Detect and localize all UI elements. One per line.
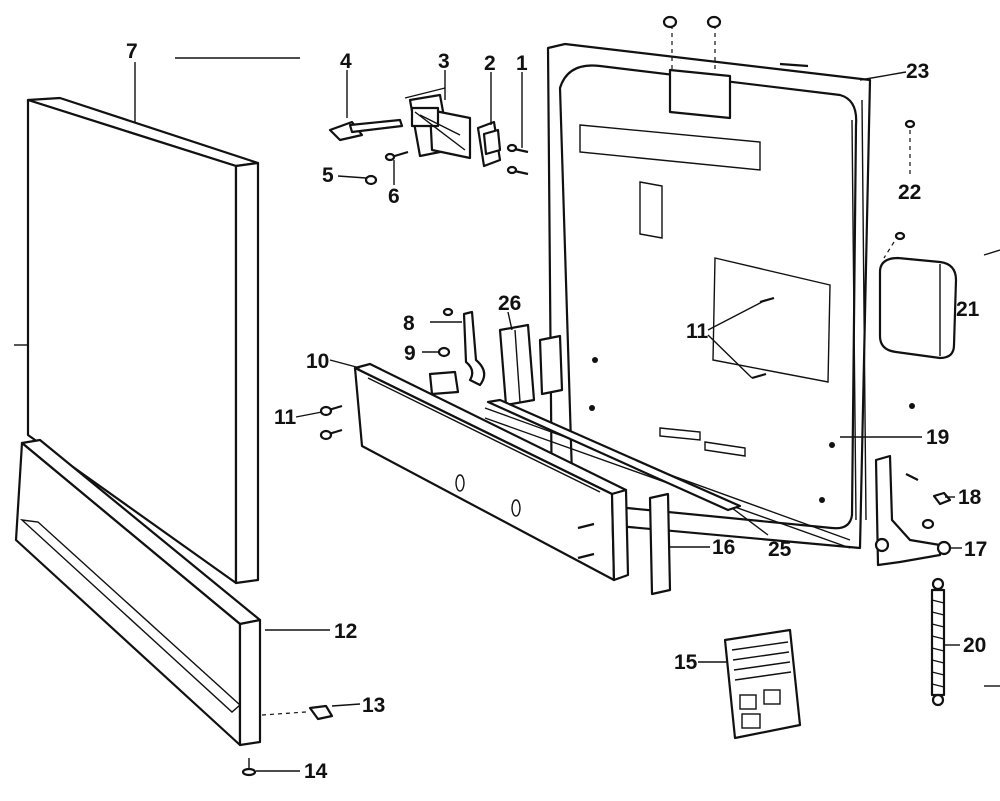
callout-20: 19 <box>926 426 949 449</box>
callout-13: 13 <box>362 694 385 717</box>
callout-23: 23 <box>906 60 929 83</box>
callout-5: 5 <box>322 164 334 187</box>
hinge-bracket-26 <box>498 323 564 407</box>
outer-door-panel <box>14 96 260 585</box>
door-trim-panel <box>14 438 262 747</box>
latch-screw-5 <box>364 174 378 186</box>
trim-screw <box>241 758 257 777</box>
callout-8: 8 <box>403 312 415 335</box>
callout-11-panel: 11 <box>274 406 297 429</box>
door-spring <box>930 577 946 707</box>
door-latch-assembly <box>404 87 472 160</box>
callout-3: 3 <box>438 50 450 73</box>
strike-screws <box>506 143 529 176</box>
bracket-8 <box>442 307 486 387</box>
callout-26: 26 <box>498 292 521 315</box>
callout-19: 18 <box>958 486 982 509</box>
liner-cover <box>878 256 958 360</box>
callout-leaders <box>134 62 1000 772</box>
hinge-arm <box>874 454 952 567</box>
panel-screws <box>319 404 595 560</box>
screw-9 <box>437 346 451 358</box>
callout-14: 14 <box>304 760 328 783</box>
bracket-16 <box>648 492 672 596</box>
callout-6: 6 <box>388 185 400 208</box>
callout-22: 22 <box>898 181 921 204</box>
callout-21: 21 <box>956 298 980 321</box>
liner-screws <box>751 296 775 380</box>
callout-4: 4 <box>340 50 352 73</box>
hinge-nut <box>905 473 952 530</box>
top-hinge <box>662 15 809 120</box>
callout-17: 20 <box>963 634 986 657</box>
callout-18: 17 <box>964 538 987 561</box>
door-strike <box>476 120 502 168</box>
callout-2: 2 <box>484 52 496 75</box>
latch-screw-6 <box>384 150 409 162</box>
inner-door-liner <box>484 42 915 550</box>
callout-7: 7 <box>126 40 138 63</box>
trim-clip <box>261 704 334 721</box>
callout-10: 10 <box>306 350 329 373</box>
callout-16: 16 <box>712 536 735 559</box>
access-panel <box>353 362 630 582</box>
callout-25: 25 <box>768 538 792 561</box>
instruction-label <box>723 628 802 740</box>
callout-11-liner: 11 <box>686 320 709 343</box>
callout-1: 1 <box>516 52 528 75</box>
callout-15: 15 <box>674 651 698 674</box>
cover-screws <box>883 119 916 259</box>
gasket-strip <box>486 398 742 512</box>
callout-9: 9 <box>404 342 416 365</box>
callout-12: 12 <box>334 620 357 643</box>
latch-handle <box>328 118 404 142</box>
